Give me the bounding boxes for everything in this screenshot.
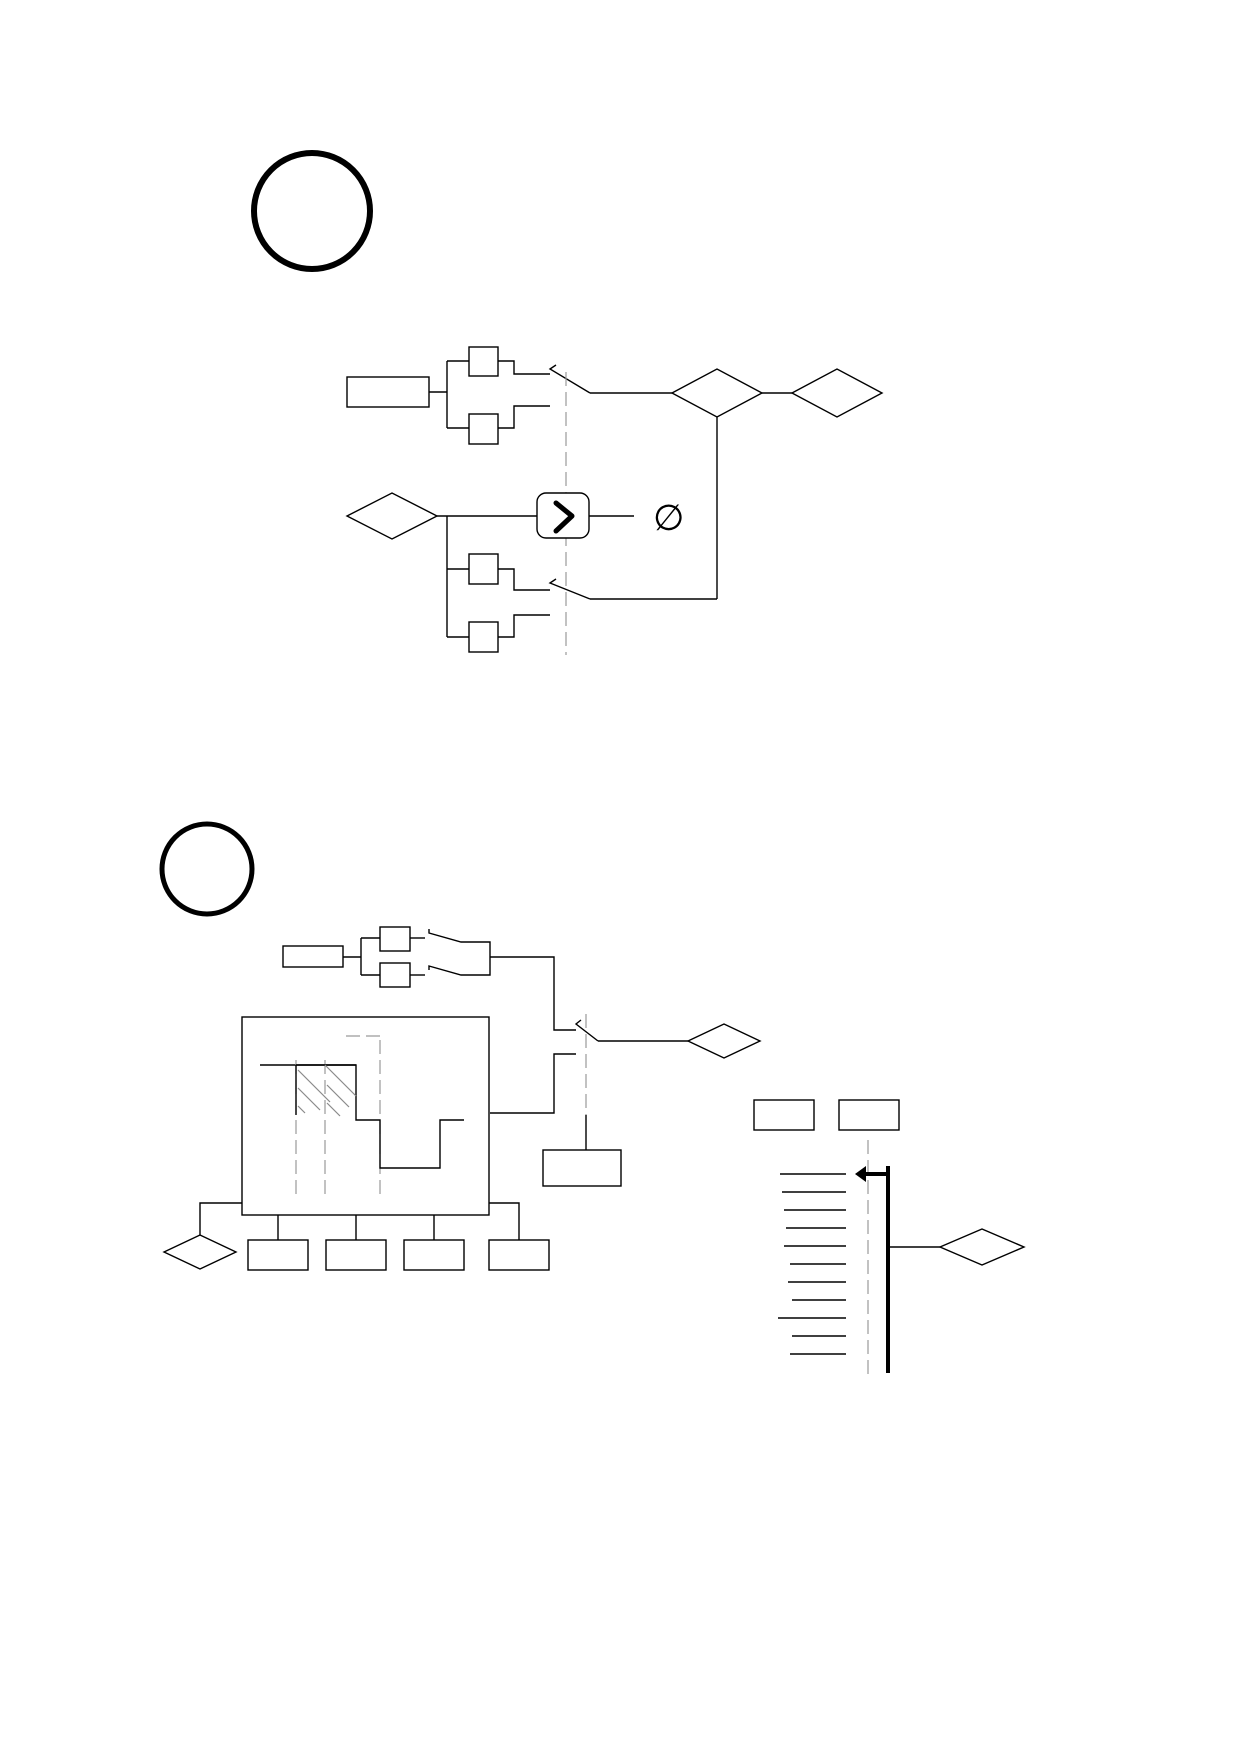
diamond-4[interactable]: [686, 1023, 762, 1059]
bottom-box-1[interactable]: [247, 1239, 309, 1271]
right-box-2[interactable]: [838, 1099, 900, 1131]
section-1-circle-marker: [251, 150, 373, 272]
section-1: ∅: [251, 150, 884, 655]
arrow-left-icon: [855, 1166, 888, 1182]
source-box-2[interactable]: [282, 945, 344, 968]
waveform-line: [296, 1064, 464, 1169]
right-box-1[interactable]: [753, 1099, 815, 1131]
switch-contact-1: [548, 364, 591, 394]
bottom-box-4[interactable]: [488, 1239, 550, 1271]
relay-box-1d[interactable]: [468, 621, 499, 653]
comb-ticks: [778, 1173, 846, 1355]
diamond-1[interactable]: [670, 368, 764, 418]
diamond-3[interactable]: [345, 492, 439, 540]
section-2: [159, 821, 1026, 1375]
relay-box-2a[interactable]: [379, 926, 411, 952]
chevron-block[interactable]: [536, 492, 590, 539]
source-box-1[interactable]: [346, 376, 430, 408]
relay-box-1a[interactable]: [468, 346, 499, 377]
graph-content: [260, 1035, 464, 1200]
switch-contact-3: [428, 929, 491, 976]
chevron-right-icon: [553, 500, 575, 534]
output-box-1[interactable]: [542, 1149, 622, 1187]
graph-box[interactable]: [241, 1016, 490, 1216]
bottom-box-3[interactable]: [403, 1239, 465, 1271]
diamond-2[interactable]: [790, 368, 884, 418]
switch-contact-2: [548, 578, 591, 600]
bottom-box-2[interactable]: [325, 1239, 387, 1271]
switch-contact-4: [574, 1019, 599, 1042]
diamond-6[interactable]: [938, 1228, 1026, 1266]
relay-box-1b[interactable]: [468, 413, 499, 445]
diamond-5[interactable]: [162, 1234, 238, 1270]
section-2-circle-marker: [159, 821, 255, 917]
null-symbol: ∅: [653, 498, 684, 539]
relay-box-2b[interactable]: [379, 962, 411, 988]
relay-box-1c[interactable]: [468, 553, 499, 585]
